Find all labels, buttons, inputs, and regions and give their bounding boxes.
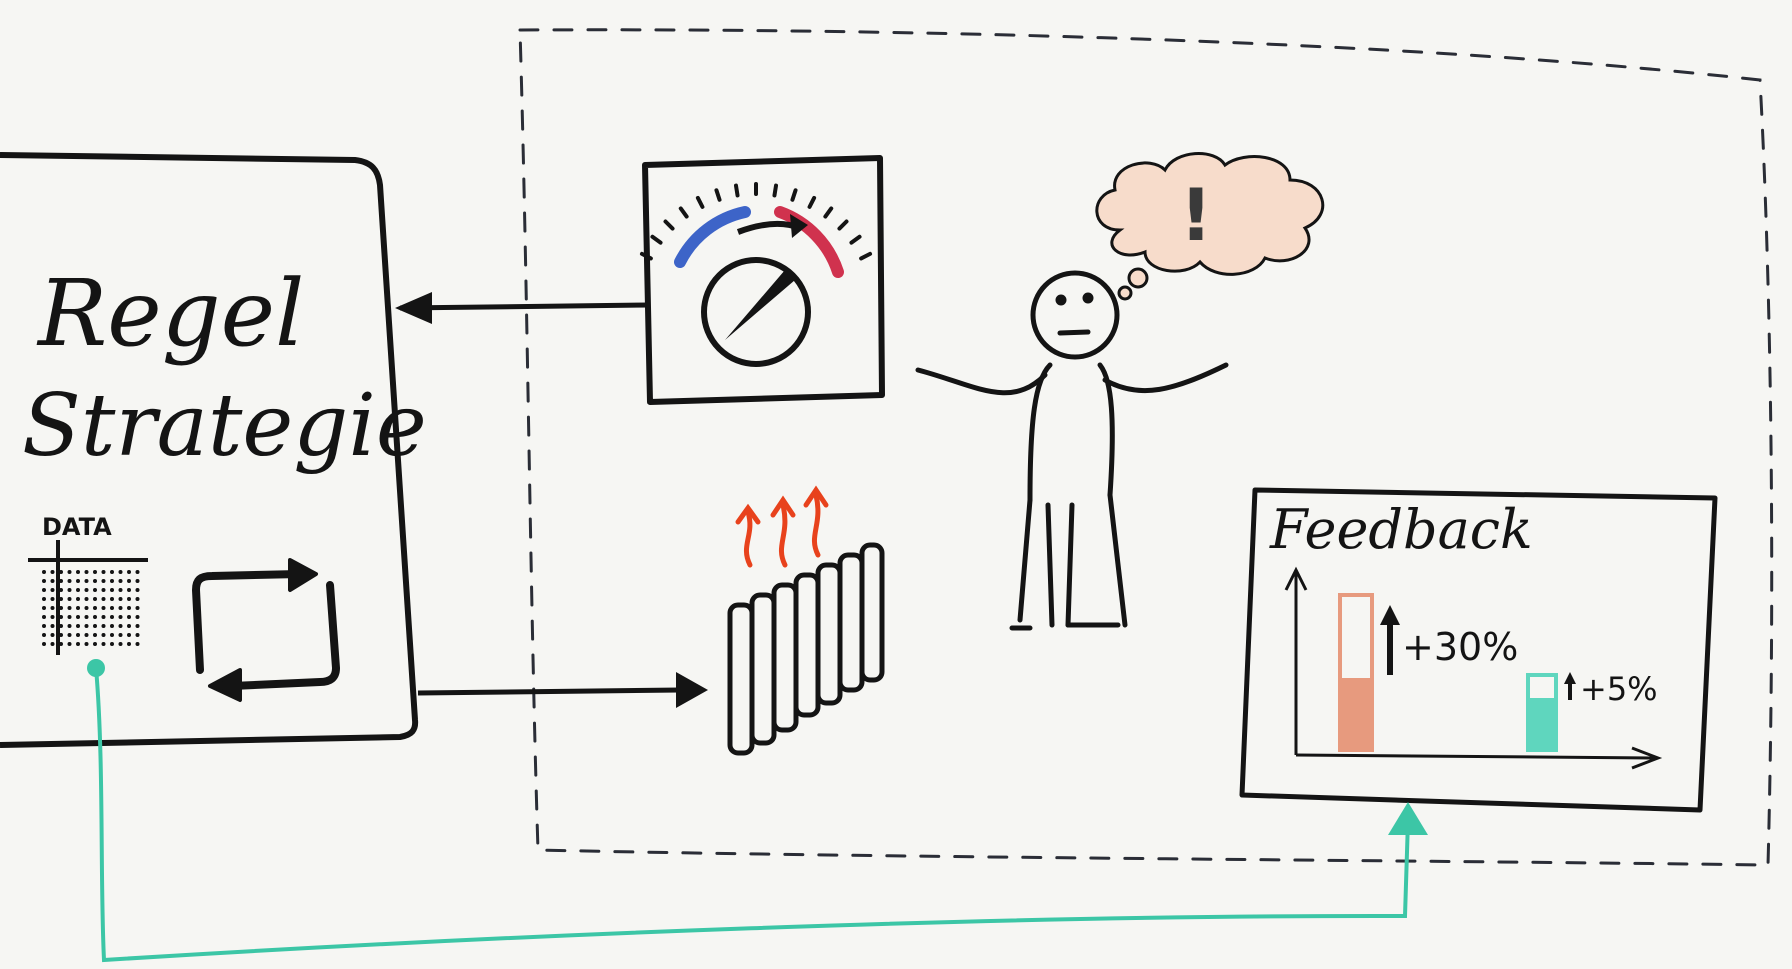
feedback-bar-2-change: +5% (1580, 670, 1658, 708)
data-table-icon: DATA (28, 513, 148, 655)
strategy-box: Regel Strategie DATA (0, 155, 427, 745)
thought-bubble: ! (1097, 154, 1323, 299)
person-figure (918, 273, 1226, 628)
feedback-bar-1-fill (1340, 678, 1372, 750)
data-label: DATA (42, 513, 112, 541)
strategy-title-line2: Strategie (22, 376, 427, 476)
strategy-title-line1: Regel (36, 260, 304, 367)
feedback-title: Feedback (1269, 498, 1533, 561)
feedback-bar-1-change: +30% (1402, 625, 1518, 669)
arrow-strategy-to-radiator (418, 690, 680, 693)
feedback-panel: Feedback +30% +5% (1242, 490, 1715, 810)
system-boundary (520, 30, 1772, 865)
heat-arrows-icon (738, 490, 826, 565)
arrowhead-left (395, 292, 432, 324)
data-feedback-connector (87, 659, 1428, 960)
cycle-icon (196, 560, 336, 700)
arrowhead-right (676, 672, 708, 708)
radiator-icon (730, 545, 882, 753)
thought-exclamation: ! (1180, 173, 1213, 257)
feedback-bar-2-fill (1528, 698, 1556, 750)
thermostat-icon (642, 158, 882, 402)
arrow-thermostat-to-strategy (400, 305, 650, 308)
